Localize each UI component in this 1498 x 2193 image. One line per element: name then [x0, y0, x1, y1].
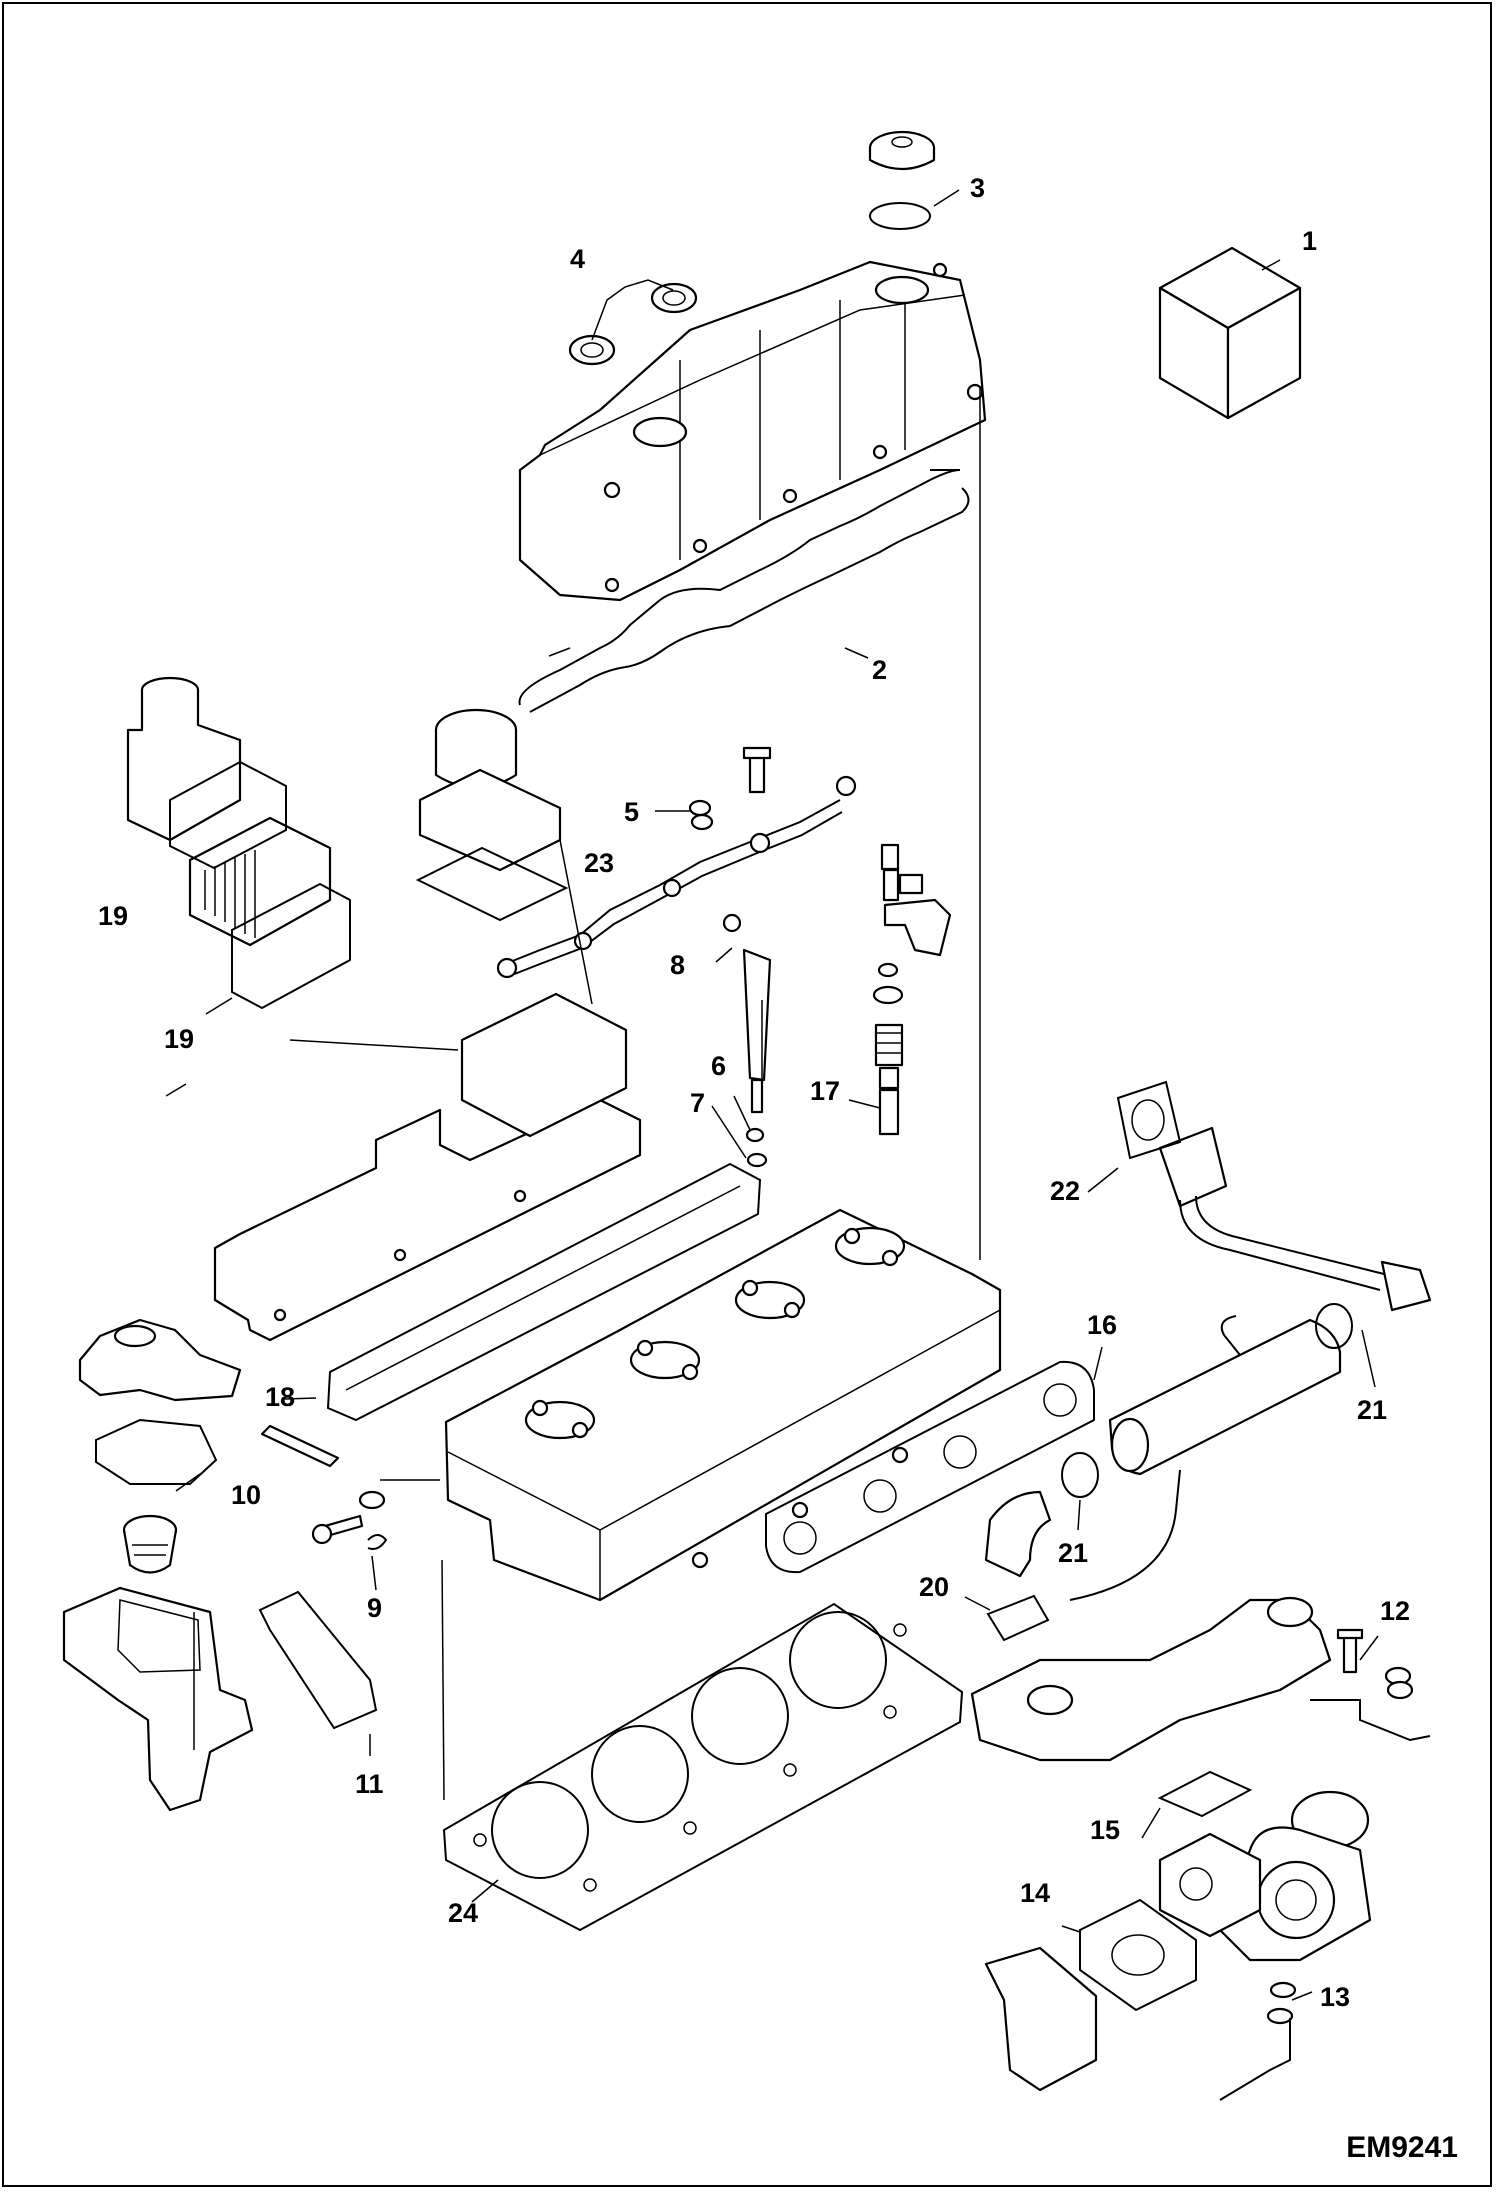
- callout-6: 6: [711, 1051, 727, 1081]
- callout-11: 11: [355, 1769, 384, 1799]
- callout-24: 24: [448, 1898, 479, 1928]
- egr-gasket-21b: [1061, 1452, 1099, 1498]
- callout-4: 4: [570, 244, 586, 274]
- injection-pump-assembly: [872, 843, 952, 1136]
- oil-return-line: [1219, 1981, 1297, 2101]
- exhaust-manifold: [970, 1596, 1332, 1762]
- intake-elbow: [126, 676, 242, 842]
- callout-17: 17: [810, 1076, 841, 1106]
- egr-gasket-21a: [1315, 1303, 1353, 1349]
- sealing-washers-5: [688, 799, 714, 831]
- cylinder-head: [444, 1208, 1002, 1602]
- callout-18: 18: [265, 1382, 296, 1412]
- callout-13: 13: [1320, 1982, 1351, 2012]
- injector-seal: [745, 1127, 765, 1143]
- cap-o-ring: [869, 202, 931, 230]
- intake-heater: [188, 816, 332, 947]
- egr-cooler: [1069, 1315, 1342, 1601]
- drawing-number: EM9241: [1346, 2131, 1458, 2164]
- oil-filler-cap: [868, 130, 936, 170]
- callout-14: 14: [1020, 1878, 1051, 1908]
- intake-gasket-lower: [231, 882, 351, 1010]
- head-fastener-set: [260, 1424, 388, 1550]
- callout-15: 15: [1090, 1815, 1121, 1845]
- callout-2: 2: [872, 655, 888, 685]
- turbo-outlet-gasket: [1079, 1898, 1197, 2012]
- valve-cover: [518, 260, 987, 602]
- egr-valve: [418, 708, 562, 872]
- valve-cover-grommets: [568, 282, 698, 366]
- exhaust-outlet-gasket: [986, 1594, 1050, 1642]
- oil-feed-line: [1310, 1699, 1431, 1742]
- valve-cover-gasket: [518, 469, 961, 706]
- callout-7: 7: [690, 1088, 706, 1118]
- intake-manifold: [213, 992, 642, 1342]
- callout-9: 9: [367, 1593, 383, 1623]
- callout-12: 12: [1380, 1596, 1411, 1626]
- gasket-kit-box: [1158, 246, 1302, 420]
- injector-washer: [746, 1152, 768, 1168]
- callout-1: 1: [1302, 226, 1318, 256]
- fuel-injector: [722, 913, 772, 1114]
- exhaust-outlet-elbow: [984, 1946, 1098, 2092]
- fuel-return-rail: [496, 775, 857, 979]
- callout-3: 3: [970, 173, 986, 203]
- callout-8: 8: [670, 950, 686, 980]
- turbocharger: [1158, 1790, 1372, 1962]
- callout-19-upper: 19: [98, 901, 129, 931]
- thermostat: [122, 1514, 178, 1574]
- egr-elbow: [984, 1490, 1052, 1578]
- side-cover-gasket: [258, 1590, 378, 1730]
- egr-pipe-gasket-22: [1116, 1080, 1182, 1160]
- callout-20: 20: [919, 1572, 950, 1602]
- exhaust-manifold-gasket: [765, 1360, 1095, 1574]
- callout-16: 16: [1087, 1310, 1118, 1340]
- callout-23: 23: [584, 848, 615, 878]
- intake-manifold-gasket: [326, 1162, 762, 1422]
- cylinder-head-gasket: [442, 1602, 964, 1932]
- callout-19-lower: 19: [164, 1024, 195, 1054]
- thermostat-housing: [62, 1586, 254, 1812]
- callout-5: 5: [624, 797, 640, 827]
- callout-21-right: 21: [1357, 1395, 1388, 1425]
- callout-10: 10: [231, 1480, 262, 1510]
- turbo-gasket: [1157, 1770, 1253, 1818]
- oil-line-bolt: [1336, 1628, 1414, 1700]
- egr-pipe: [1158, 1126, 1432, 1312]
- callout-21-middle: 21: [1058, 1538, 1089, 1568]
- water-outlet-housing: [78, 1318, 242, 1402]
- banjo-bolt: [742, 746, 772, 794]
- egr-valve-gasket: [415, 846, 569, 922]
- callout-22: 22: [1050, 1176, 1081, 1206]
- intake-gasket-upper: [169, 760, 287, 870]
- leader-lines: [165, 189, 1379, 2001]
- thermostat-gasket: [95, 1418, 218, 1485]
